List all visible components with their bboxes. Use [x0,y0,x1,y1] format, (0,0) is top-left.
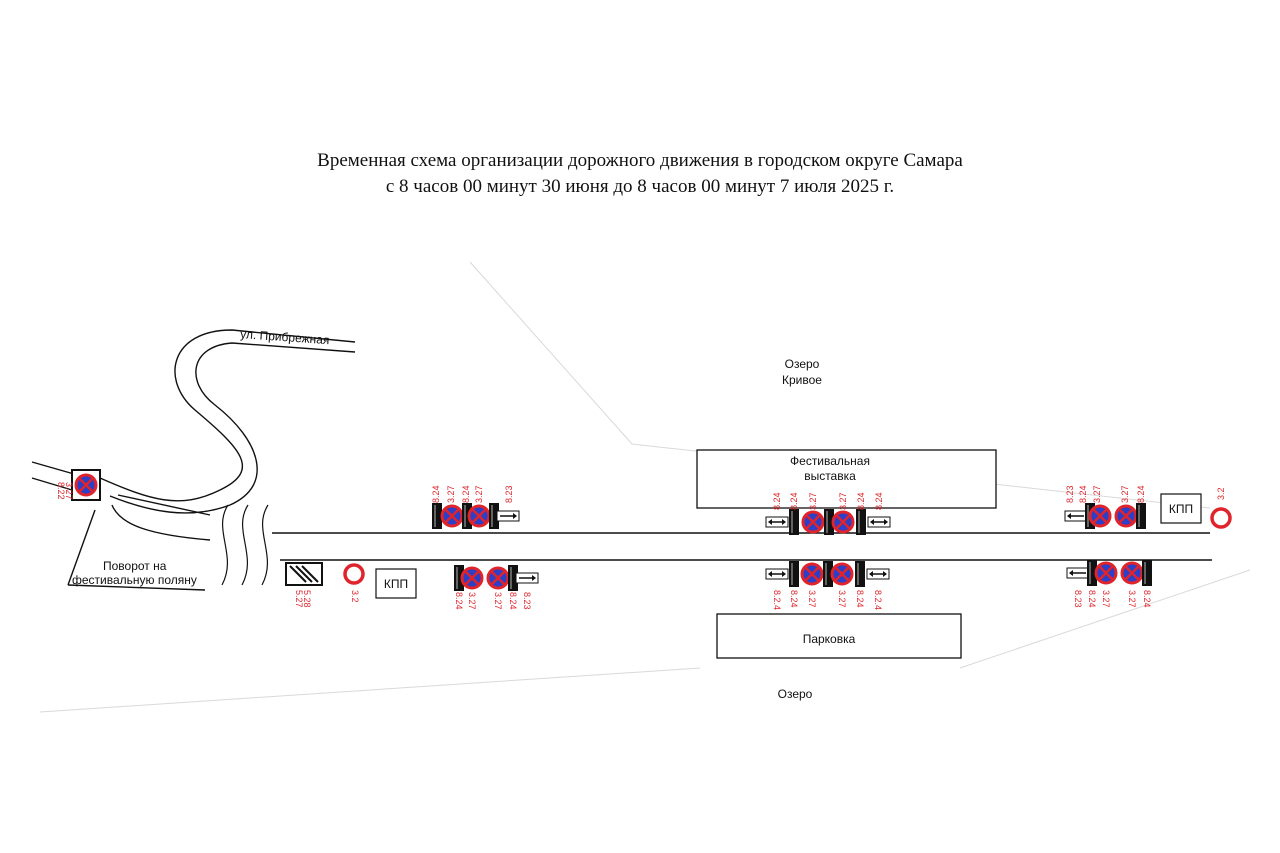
bc-code-2: 8.24 [789,590,799,608]
tl-code-3: 8.24 [461,485,471,503]
bc-code-3: 3.27 [807,590,817,608]
checkpoint-right-box [1160,493,1202,524]
tr-code-3: 3.27 [1092,485,1102,503]
br-code-2: 8.24 [1087,590,1097,608]
sign-group-bottom-right [1066,560,1152,586]
pribrezhnaya-road [99,329,356,514]
water-waves [221,504,269,586]
bc-code-1: 8.2.4 [772,590,782,610]
lake-krivoe-label-2: Кривое [782,373,822,387]
bl-code-4: 8.24 [508,592,518,610]
scheme-title-line2: с 8 часов 00 минут 30 июня до 8 часов 00… [385,176,895,197]
no-entry-right-code: 3.2 [1216,487,1226,500]
tc-code-3: 3.27 [808,492,818,510]
tr-code-2: 8.24 [1078,485,1088,503]
sign-group-bottom-left [454,565,539,591]
br-code-3: 3.27 [1101,590,1111,608]
exhibition-label-2: выставка [804,469,856,483]
sign-group-top-left [432,503,520,529]
tc-code-4: 3.27 [838,492,848,510]
entry-top-left-code-2: 3.27 [64,482,74,500]
tc-code-1: 8.24 [772,492,782,510]
sign-group-top-right [1064,503,1146,529]
no-entry-sign-right [1210,507,1232,529]
turn-label-2: фестивальную поляну [72,573,197,587]
tr-code-5: 8.24 [1136,485,1146,503]
bl-code-1: 8.24 [454,592,464,610]
no-entry-left-code: 3.2 [350,590,360,603]
bl-code-5: 8.23 [522,592,532,610]
checkpoint-left-box [375,568,417,599]
main-road [272,532,1212,561]
tl-code-5: 8.23 [504,485,514,503]
sign-group-bottom-center [765,561,890,587]
lake-krivoe-label-1: Озеро [785,357,820,371]
entry-lower-code-1: 5.28 [302,590,312,608]
checkpoint-right-label: КПП [1169,502,1193,516]
br-code-1: 8.23 [1073,590,1083,608]
no-entry-sign-left [343,563,365,585]
entry-sign-top-left [71,469,101,501]
bc-code-5: 8.24 [855,590,865,608]
bc-code-6: 8.2.4 [873,590,883,610]
sign-group-top-center [765,509,891,535]
br-code-4: 3.27 [1127,590,1137,608]
tr-code-4: 3.27 [1120,485,1130,503]
lake-bottom-label: Озеро [778,687,813,701]
bl-code-2: 3.27 [467,592,477,610]
tc-code-6: 8.24 [874,492,884,510]
parking-area [716,613,962,659]
tr-code-1: 8.23 [1065,485,1075,503]
parking-label: Парковка [803,632,856,646]
festival-exhibition-area [696,449,997,509]
tc-code-2: 8.24 [789,492,799,510]
bl-code-3: 3.27 [493,592,503,610]
entry-lower-code-2: 5.27 [294,590,304,608]
tl-code-2: 3.27 [446,485,456,503]
entry-sign-lower [285,562,323,586]
exhibition-label-1: Фестивальная [790,454,870,468]
tl-code-1: 8.24 [431,485,441,503]
tc-code-5: 8.24 [856,492,866,510]
tl-code-4: 3.27 [474,485,484,503]
bc-code-4: 3.27 [837,590,847,608]
turn-label-1: Поворот на [103,559,167,573]
scheme-title-line1: Временная схема организации дорожного дв… [317,150,963,171]
entry-top-left-code-1: 8.22 [56,482,66,500]
checkpoint-left-label: КПП [384,577,408,591]
br-code-5: 8.24 [1142,590,1152,608]
street-label: ул. Прибрежная [240,327,330,347]
